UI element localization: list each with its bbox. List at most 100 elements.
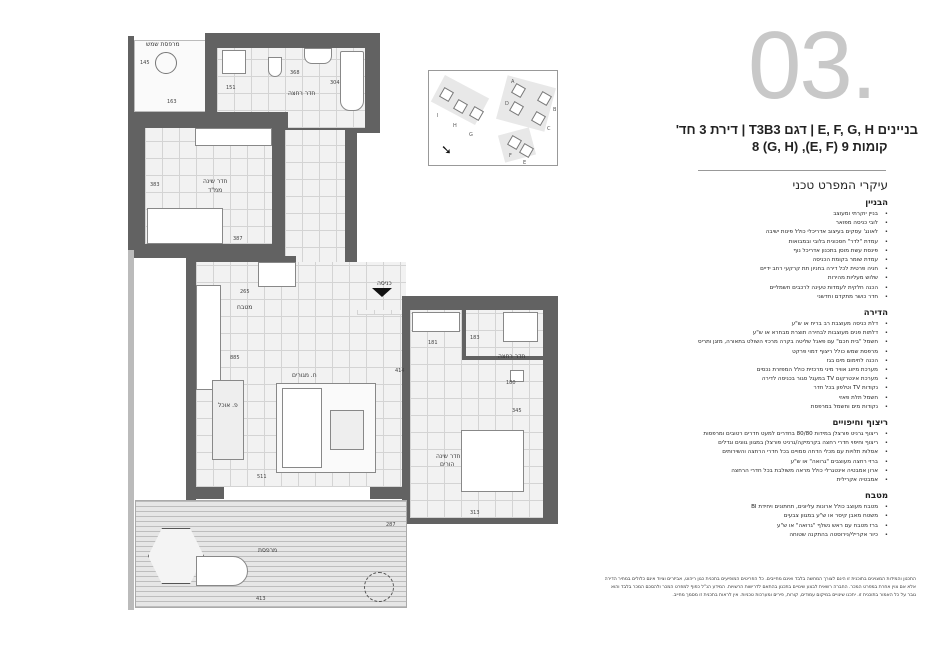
wardrobe-icon (412, 312, 460, 332)
spec-item: ברזי רחצה מעוצבים "גרואה" או ש"ע (558, 458, 888, 467)
sofa-icon (282, 388, 322, 468)
spec-item: פינסת עשת מוסן בתכנון אדריכל נוף (558, 247, 888, 256)
dimension: 313 (470, 510, 480, 516)
disclaimer: התכנון והמידות המצוינים בתוכנית זו הינם … (604, 577, 916, 598)
toilet-icon (268, 57, 282, 77)
spec-item: עמדת שומר בקומת הכניסה (558, 256, 888, 265)
wall (462, 356, 543, 360)
dimension: 304 (330, 80, 340, 86)
spec-title: עיקרי המפרט טכני (792, 178, 888, 192)
wall (462, 310, 466, 360)
room-label: מרפסת שמש (146, 41, 180, 48)
dimension: 387 (233, 236, 243, 242)
plant-icon (364, 572, 394, 602)
spec-item: הכנה לחימום מים בגז (558, 357, 888, 366)
spec-item: עמדת "לדר" חסכונית בלובי ובמבואות (558, 238, 888, 247)
building-label: D (505, 101, 509, 107)
spec-section-heading: ריצוף וחיפויים (832, 418, 888, 429)
bathtub-icon (340, 51, 364, 111)
spec-item: מערכת מיזוג אוויר מיני מרכזית כולל המפזר… (558, 366, 888, 375)
dimension: 145 (140, 60, 150, 66)
spec-item: נקודות מים וחשמל במרפסת (558, 403, 888, 412)
spec-item: לובי כניסה מפואר (558, 219, 888, 228)
room-label: פ. אוכל (218, 402, 238, 409)
site-key-map: A B C D E F G H I ➘ (428, 70, 558, 166)
coffee-table-icon (330, 410, 364, 450)
spec-item: ריצוף גרניט פורצלן במידות 80/80 בחדרים ל… (558, 430, 888, 439)
sink-icon (304, 48, 332, 64)
spec-item: בניין יוקרתי ומעוצב (558, 210, 888, 219)
building-label: E (523, 160, 527, 166)
dimension: 265 (240, 289, 250, 295)
bed-icon (147, 208, 223, 244)
washer-icon (222, 50, 246, 74)
building-label: B (553, 107, 557, 113)
spec-item: חניה פרטית לכל דירה בחניון תת קרקעי רחב … (558, 265, 888, 274)
spec-item: חשמל תלת פאזי (558, 394, 888, 403)
dimension: 368 (290, 70, 300, 76)
spec-item: דלת כניסה מעוצבת רב בריח או ש"ע (558, 320, 888, 329)
round-table-icon (155, 52, 177, 74)
kitchen-counter (196, 285, 221, 390)
room-label: חדר שינה (436, 453, 461, 460)
spec-item: כיור אקרילי/נירוסטה בהתקנה שטוחה (558, 531, 888, 540)
spec-item: חשמל "בית חכם" עם פאנל שליטה בקרה מרכזי … (558, 338, 888, 347)
spec-section-heading: מטבח (865, 491, 888, 502)
spec-section-list: דלת כניסה מעוצבת רב בריח או ש"עדלתות פני… (558, 320, 888, 412)
shower-icon (503, 312, 538, 342)
spec-item: שלוש מעליות מהירות (558, 274, 888, 283)
terrace (135, 500, 407, 608)
room-label: הורים (440, 461, 455, 468)
building-label: C (547, 126, 551, 132)
spec-item: דלתות פנים מעוצבות לבחירה תוצרת מבחרא או… (558, 329, 888, 338)
dimension: 287 (386, 522, 396, 528)
terrace-table-icon (196, 556, 248, 586)
building-label: I (437, 113, 439, 119)
spec-item: מטבח מעוצב כולל ארונות עליונים, תחתונים … (558, 503, 888, 512)
spec-item: הכנה חלקית לעמדות טעינה לרכבים חשמליים (558, 284, 888, 293)
building-label: G (469, 132, 473, 138)
spec-section-heading: הבניין (865, 198, 888, 208)
dining-table-icon (212, 380, 244, 460)
room-label: מרפסת (258, 547, 278, 554)
wall (128, 36, 134, 116)
room-label: חדר רחצה (498, 353, 526, 360)
dimension: 345 (512, 408, 522, 414)
entrance (357, 310, 405, 315)
spec-section-heading: הדירה (863, 308, 888, 319)
spec-item: משטח מאבן קיסר או ש"ע במגוון צבעים (558, 512, 888, 521)
building-label: H (453, 123, 457, 129)
spec-item: חדר כושר מתקדם וחדשני (558, 293, 888, 302)
wall (186, 256, 296, 262)
dimension: 885 (230, 355, 240, 361)
spec-item: נקודות TV וטלפון בכל חדר (558, 384, 888, 393)
spec-section-list: ריצוף גרניט פורצלן במידות 80/80 בחדרים ל… (558, 430, 888, 485)
spec-item: מרפסת שמש כולל ריצוף דמוי פרקט (558, 348, 888, 357)
dimension: 414 (395, 368, 405, 374)
spec-item: לאונג' עסקים בעיצוב אדריכלי כולל פינות י… (558, 228, 888, 237)
railing (128, 250, 134, 610)
spec-item: אמבטיה אקרילית (558, 476, 888, 485)
dimension: 183 (470, 335, 480, 341)
building-label: A (511, 79, 515, 85)
room-label: מטבח (237, 304, 253, 311)
corridor (285, 130, 345, 265)
spec-item: אסלות תלויות עם מכלי הדחה סמויים בכל חדר… (558, 448, 888, 457)
dimension: 383 (150, 182, 160, 188)
entrance-label: כניסה (377, 280, 392, 287)
wall (370, 487, 406, 499)
title-line-1: בניינים E, F, G, H | דגם T3B3 | דירת 3 ח… (675, 122, 918, 137)
spec-item: ברז מטבח עם ראש נשלף "גרואה" או ש"ע (558, 522, 888, 531)
wall (186, 256, 196, 500)
spec-item: ריצוף וחיפוי חדרי רחצה בקרמיקה/גרניט פור… (558, 439, 888, 448)
room-label: חדר שינה (203, 178, 228, 185)
spec-list: עיקרי המפרט טכני הבניין בניין יוקרתי ומעו… (558, 178, 888, 540)
fridge-icon (258, 262, 296, 287)
dimension: 181 (428, 340, 438, 346)
spec-item: מערכת אינטרקום TV במעגל סגור בכניסה לדיר… (558, 375, 888, 384)
entrance-arrow-icon (372, 288, 392, 297)
title-line-2: קומות 9 (E, F), 8 (G, H) (752, 139, 888, 154)
dimension: 511 (257, 474, 267, 480)
apartment-number: 03. (748, 12, 877, 119)
wardrobe-icon (195, 128, 272, 146)
